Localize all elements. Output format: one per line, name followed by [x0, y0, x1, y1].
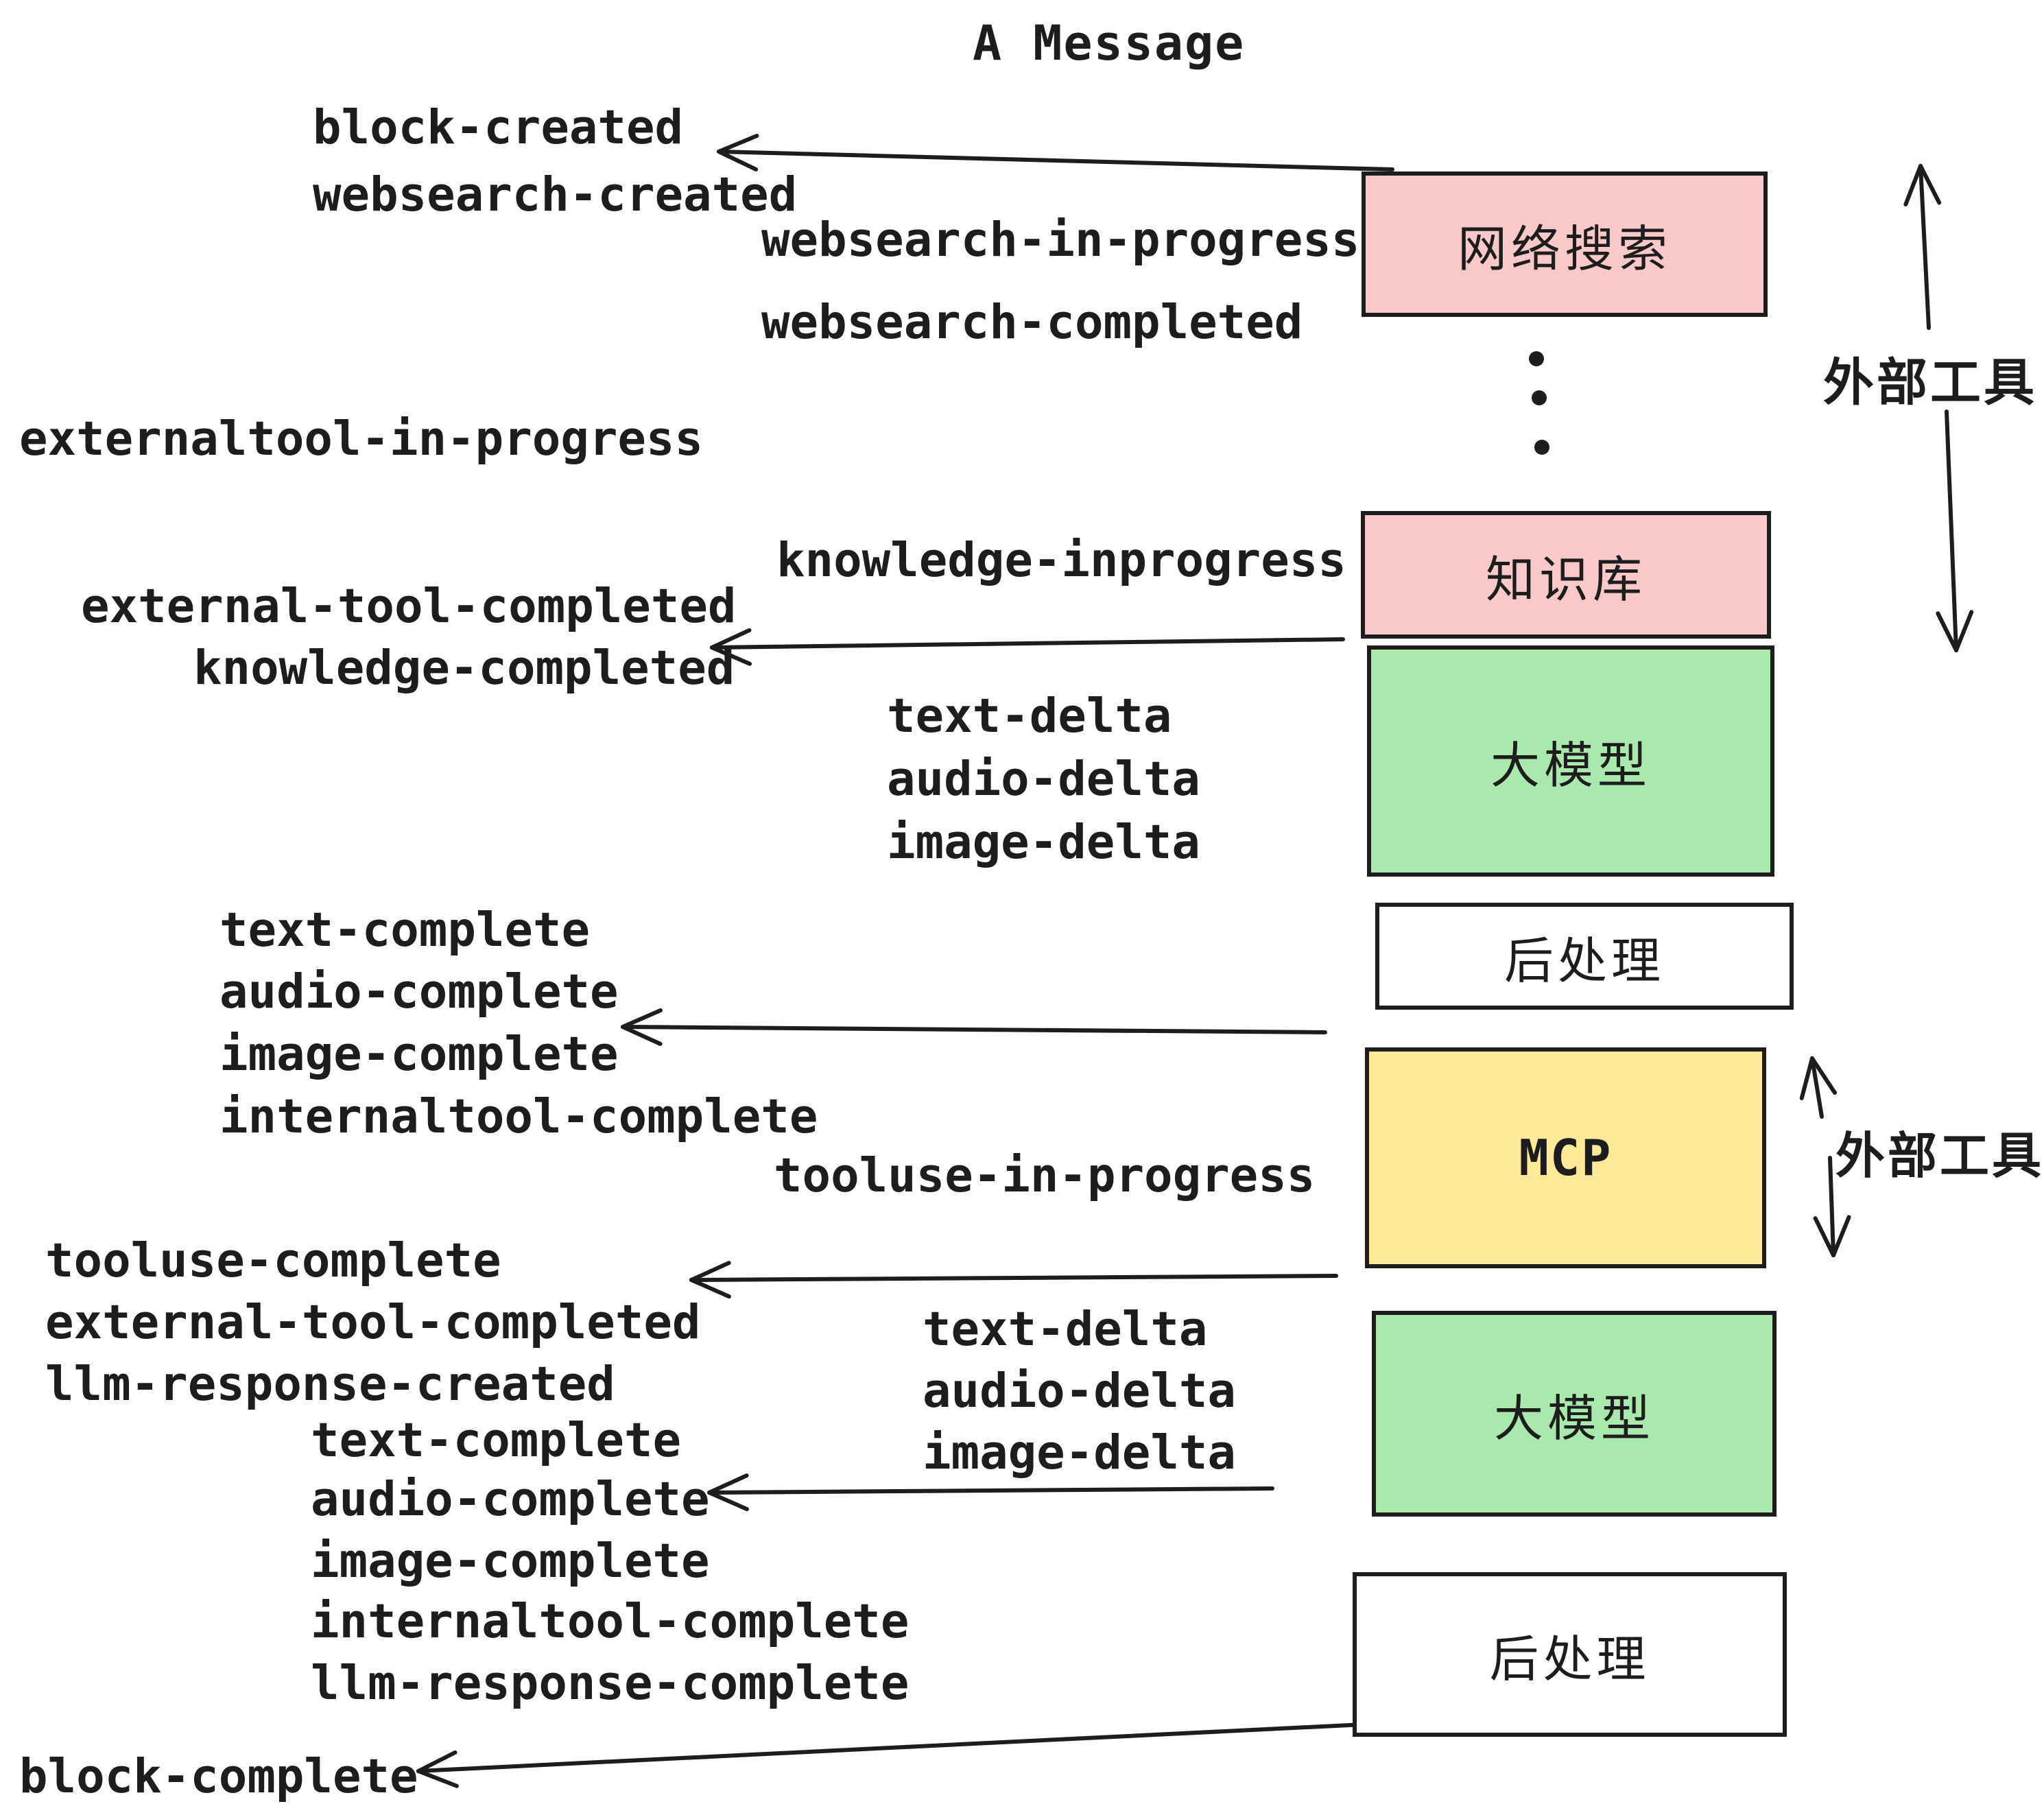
- diagram-title: A Message: [973, 15, 1246, 71]
- event-label-image-complete-2: image-complete: [311, 1534, 710, 1589]
- event-label-tooluse-complete: tooluse-complete: [45, 1233, 501, 1288]
- side-label-external-tools-2: 外部工具: [1835, 1129, 2044, 1184]
- event-label-block-complete: block-complete: [19, 1749, 418, 1804]
- event-label-llm-response-created: llm-response-created: [45, 1357, 615, 1412]
- event-label-tooluse-in-progress: tooluse-in-progress: [774, 1148, 1316, 1203]
- event-label-text-complete-1: text-complete: [219, 903, 591, 958]
- event-label-audio-complete-1: audio-complete: [219, 964, 619, 1019]
- flow-box-llm-2: 大模型: [1372, 1311, 1776, 1517]
- arrow-to-knowledge-completed: [710, 628, 1345, 666]
- flow-box-websearch: 网络搜索: [1362, 171, 1768, 317]
- event-label-external-tool-completed-2: external-tool-completed: [45, 1295, 701, 1350]
- event-label-audio-delta-1: audio-delta: [887, 752, 1200, 807]
- event-label-image-complete-1: image-complete: [219, 1027, 619, 1082]
- event-label-internaltool-complete-1: internaltool-complete: [219, 1089, 818, 1144]
- ellipsis-dot-3: [1534, 440, 1549, 455]
- arrow-to-tooluse-complete: [689, 1261, 1338, 1299]
- arrow-to-block-complete: [416, 1722, 1366, 1788]
- ellipsis-dot-1: [1529, 351, 1544, 366]
- event-label-external-tool-completed-1: external-tool-completed: [81, 579, 737, 634]
- flow-box-post-1: 后处理: [1375, 903, 1794, 1010]
- event-label-text-delta-2: text-delta: [923, 1302, 1208, 1357]
- event-label-websearch-in-progress: websearch-in-progress: [761, 213, 1360, 268]
- event-label-llm-response-complete: llm-response-complete: [311, 1656, 910, 1711]
- flow-box-post-2: 后处理: [1353, 1572, 1787, 1737]
- flow-box-llm-1: 大模型: [1367, 645, 1774, 877]
- event-label-internaltool-complete-2: internaltool-complete: [311, 1594, 910, 1649]
- event-label-websearch-created: websearch-created: [313, 167, 798, 222]
- arrow-to-block-created: [717, 133, 1394, 171]
- event-label-text-complete-2: text-complete: [311, 1413, 682, 1468]
- event-label-externaltool-in-progress: externaltool-in-progress: [19, 412, 703, 466]
- ellipsis-dot-2: [1532, 390, 1547, 405]
- arrow-external-tools-1-up: [1903, 164, 1942, 330]
- event-label-audio-complete-2: audio-complete: [311, 1472, 710, 1527]
- arrow-external-tools-2-down: [1813, 1156, 1851, 1257]
- event-label-block-created: block-created: [313, 100, 684, 155]
- event-label-audio-delta-2: audio-delta: [923, 1364, 1236, 1419]
- event-label-image-delta-1: image-delta: [887, 815, 1200, 870]
- arrow-to-image-complete: [621, 1008, 1327, 1046]
- event-label-websearch-completed: websearch-completed: [761, 295, 1303, 350]
- event-label-knowledge-completed: knowledge-completed: [193, 641, 735, 696]
- event-label-text-delta-1: text-delta: [887, 689, 1172, 744]
- flow-box-knowledge: 知识库: [1361, 511, 1771, 639]
- arrow-external-tools-2-up: [1799, 1056, 1838, 1119]
- side-label-external-tools-1: 外部工具: [1823, 354, 2037, 411]
- event-label-image-delta-2: image-delta: [923, 1425, 1236, 1480]
- arrow-external-tools-1-down: [1936, 410, 1974, 652]
- event-label-knowledge-inprogress: knowledge-inprogress: [776, 533, 1346, 588]
- arrow-to-audio-complete: [707, 1473, 1274, 1512]
- flow-box-mcp: MCP: [1365, 1047, 1766, 1268]
